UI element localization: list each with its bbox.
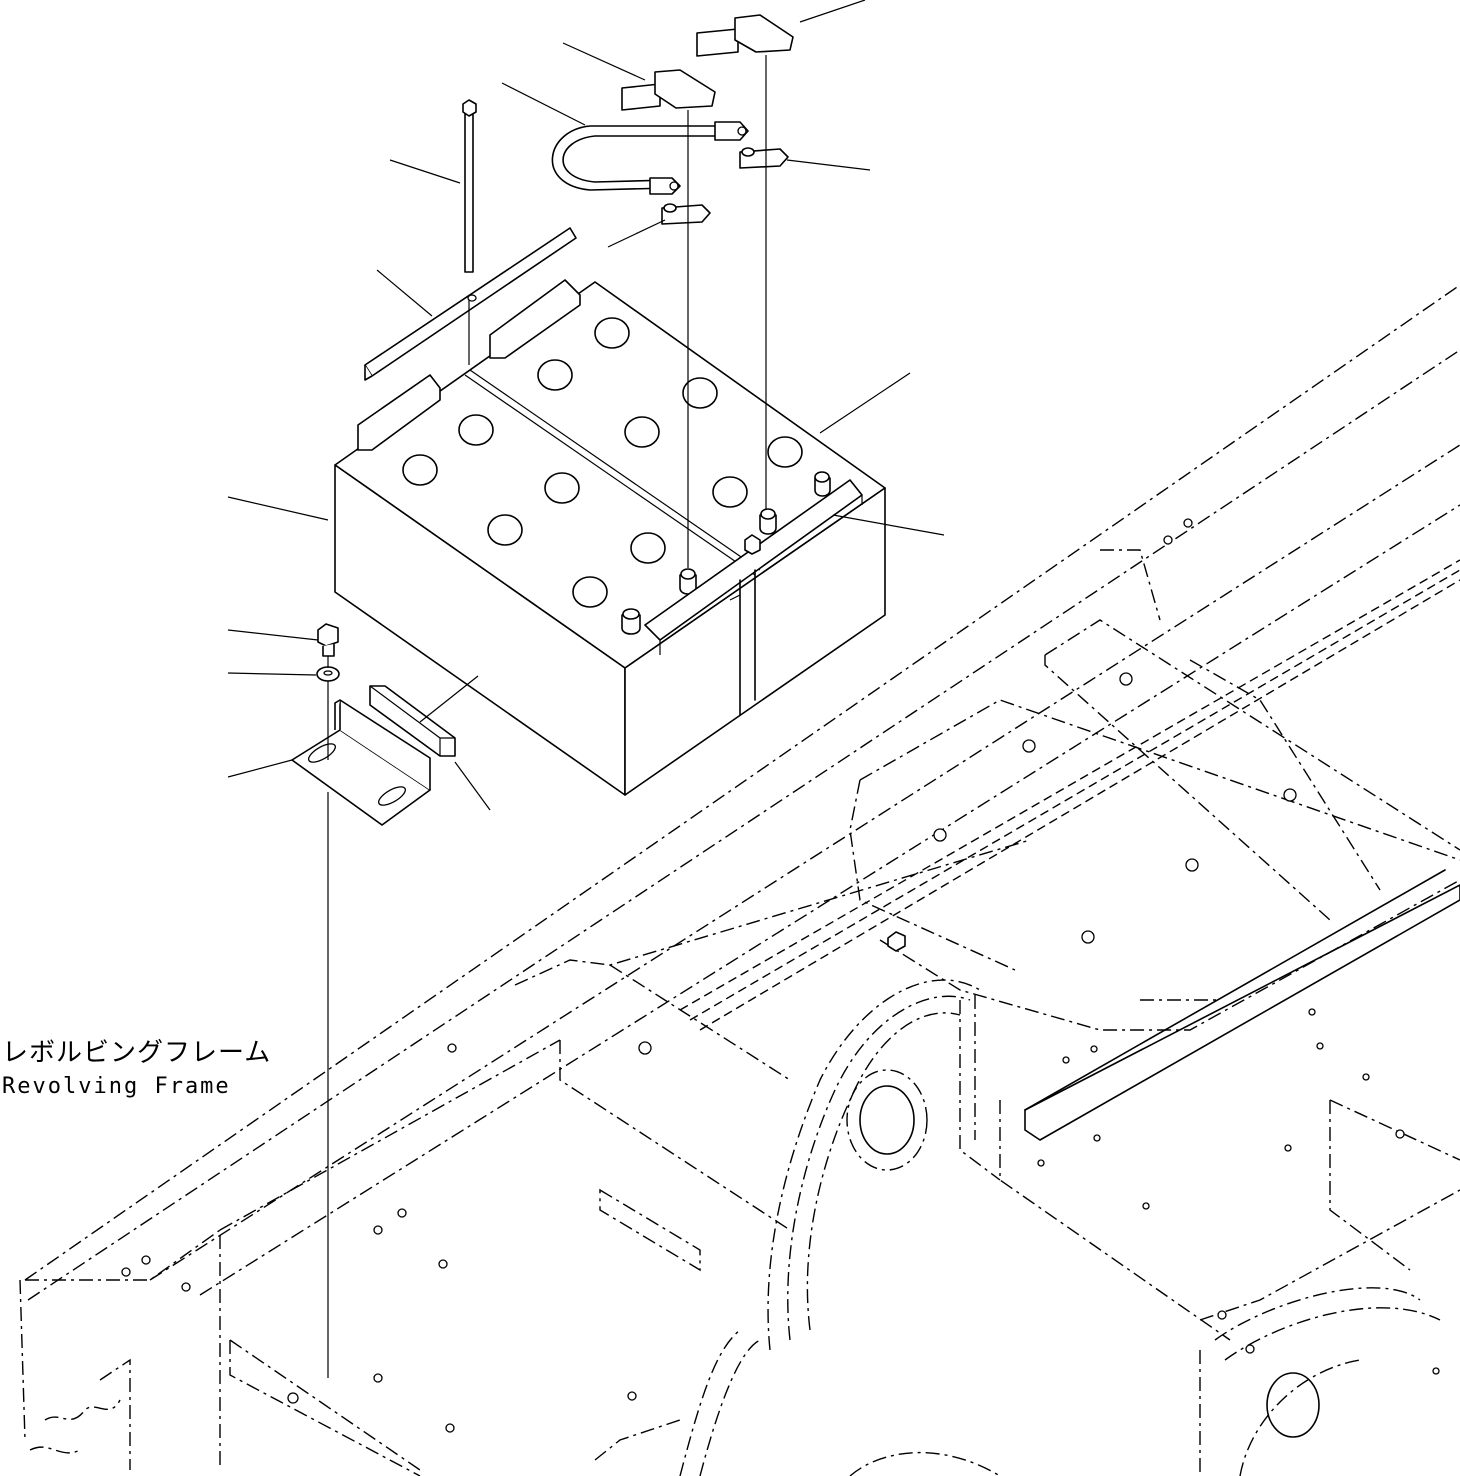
revolving-frame — [19, 284, 1460, 1476]
rubber-pad — [369, 685, 456, 757]
cell-caps — [402, 317, 803, 608]
bolt — [317, 623, 339, 657]
terminal-covers — [621, 14, 794, 111]
battery — [334, 279, 886, 796]
washer — [316, 666, 340, 682]
rod — [462, 99, 477, 273]
frame-label-japanese: レボルビングフレーム — [2, 1038, 272, 1068]
battery-cable — [551, 121, 749, 195]
hold-down-bar — [364, 227, 577, 381]
leader-lines — [227, 0, 945, 811]
terminal-clamps — [661, 147, 789, 225]
frame-label-english: Revolving Frame — [2, 1074, 231, 1099]
mounting-bracket — [291, 699, 431, 826]
